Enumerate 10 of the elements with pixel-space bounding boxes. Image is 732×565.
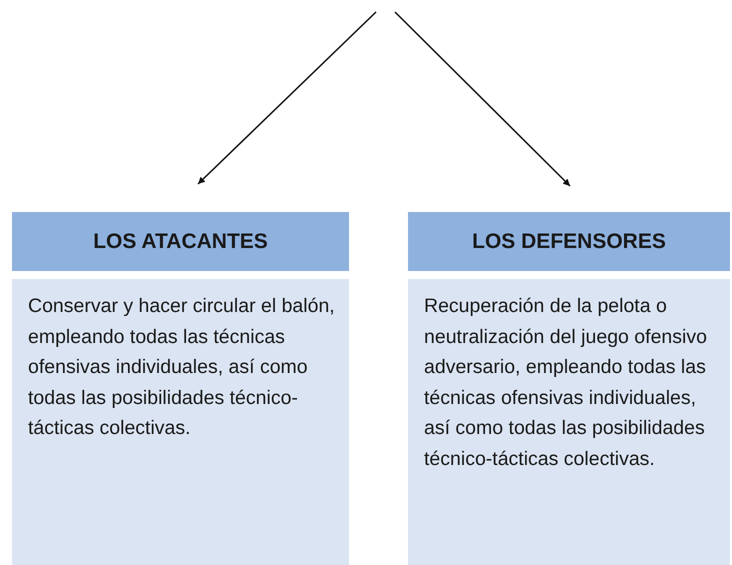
arrow <box>197 11 377 185</box>
heading-text: LOS DEFENSORES <box>472 230 666 254</box>
heading-box <box>12 212 349 271</box>
description-text: Recuperación de la pelota o neutralización del juego ofensivo adversario, empleando todas las técnicas ofensivas individuales, así como todas las posibilidades técnico-tácticas colectivas. <box>424 295 707 470</box>
heading-box <box>408 212 730 271</box>
text-box <box>408 279 730 565</box>
description-text: Conservar y hacer circular el balón, empleando todas las técnicas ofensivas individuales, así como todas las posibilidades técnico-tácticas colectivas. <box>28 295 335 439</box>
arrow <box>394 11 571 187</box>
text-box <box>12 279 349 565</box>
heading-text: LOS ATACANTES <box>93 230 268 254</box>
